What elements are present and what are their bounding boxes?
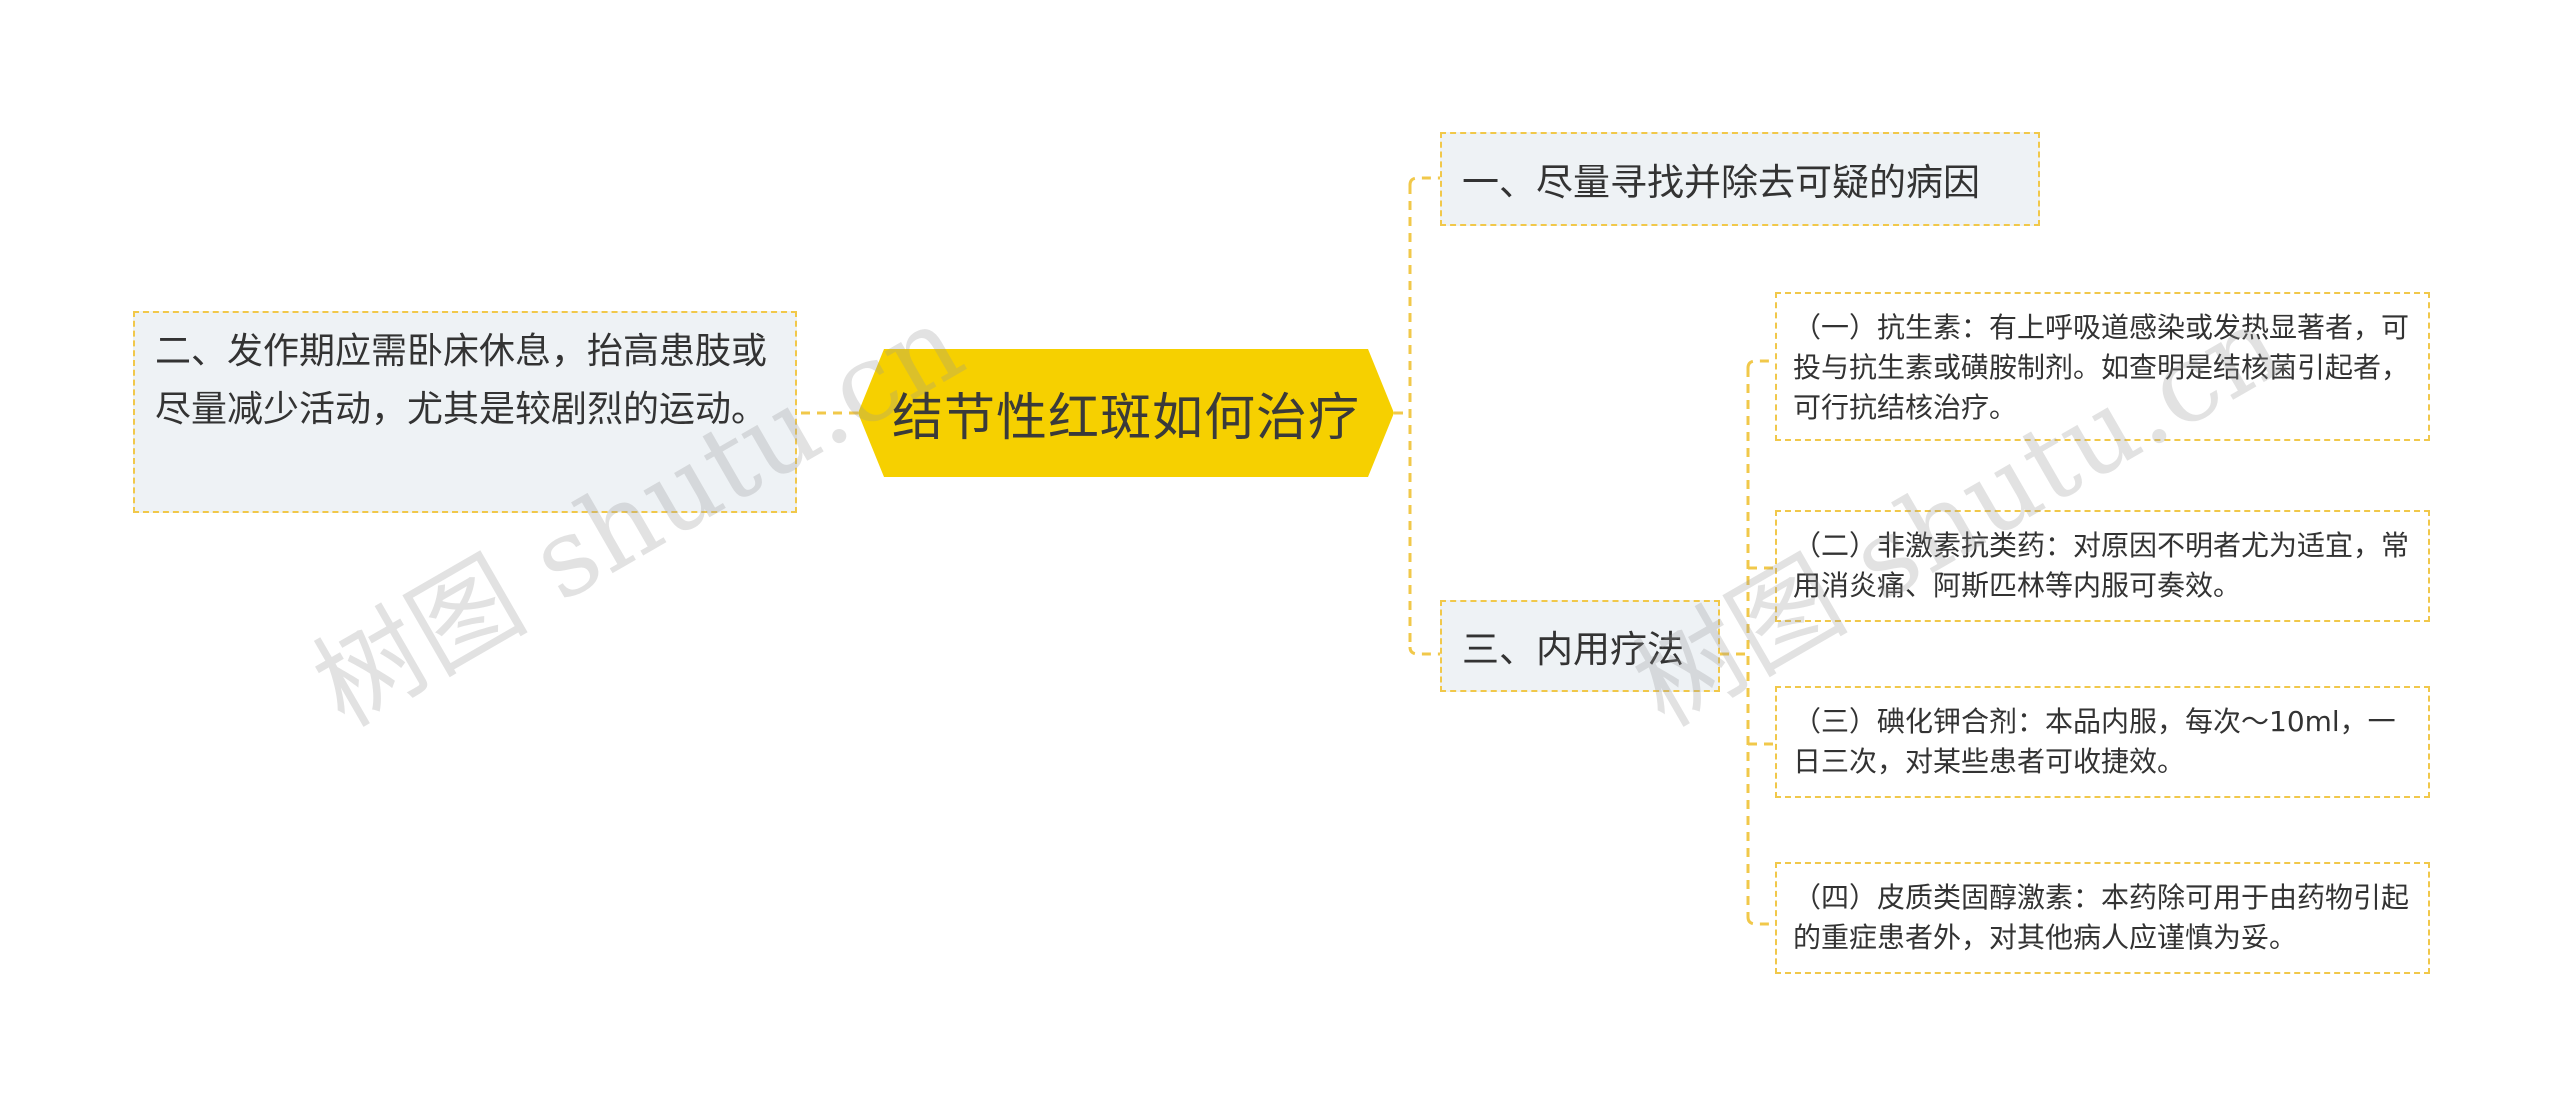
central-topic[interactable]: 结节性红斑如何治疗: [858, 349, 1394, 477]
branch-find-cause[interactable]: 一、尽量寻找并除去可疑的病因: [1440, 132, 2040, 226]
left-branch-rest[interactable]: 二、发作期应需卧床休息，抬高患肢或尽量减少活动，尤其是较剧烈的运动。: [133, 311, 797, 513]
leaf-corticosteroids[interactable]: （四）皮质类固醇激素：本药除可用于由药物引起的重症患者外，对其他病人应谨慎为妥。: [1775, 862, 2430, 974]
leaf-nsaid[interactable]: （二）非激素抗类药：对原因不明者尤为适宜，常用消炎痛、阿斯匹林等内服可奏效。: [1775, 510, 2430, 622]
leaf-potassium-iodide-text: （三）碘化钾合剂：本品内服，每次～10ml，一日三次，对某些患者可收捷效。: [1793, 705, 2396, 778]
leaf-antibiotics[interactable]: （一）抗生素：有上呼吸道感染或发热显著者，可投与抗生素或磺胺制剂。如查明是结核菌…: [1775, 292, 2430, 441]
leaf-antibiotics-text: （一）抗生素：有上呼吸道感染或发热显著者，可投与抗生素或磺胺制剂。如查明是结核菌…: [1793, 311, 2410, 424]
central-topic-label: 结节性红斑如何治疗: [891, 389, 1360, 448]
branch-internal-therapy[interactable]: 三、内用疗法: [1440, 600, 1720, 692]
branch-find-cause-text: 一、尽量寻找并除去可疑的病因: [1462, 161, 1980, 204]
leaf-nsaid-text: （二）非激素抗类药：对原因不明者尤为适宜，常用消炎痛、阿斯匹林等内服可奏效。: [1793, 529, 2410, 602]
branch-internal-therapy-text: 三、内用疗法: [1462, 628, 1684, 671]
leaf-corticosteroids-text: （四）皮质类固醇激素：本药除可用于由药物引起的重症患者外，对其他病人应谨慎为妥。: [1793, 881, 2410, 954]
leaf-potassium-iodide[interactable]: （三）碘化钾合剂：本品内服，每次～10ml，一日三次，对某些患者可收捷效。: [1775, 686, 2430, 798]
left-branch-rest-text: 二、发作期应需卧床休息，抬高患肢或尽量减少活动，尤其是较剧烈的运动。: [155, 331, 768, 430]
